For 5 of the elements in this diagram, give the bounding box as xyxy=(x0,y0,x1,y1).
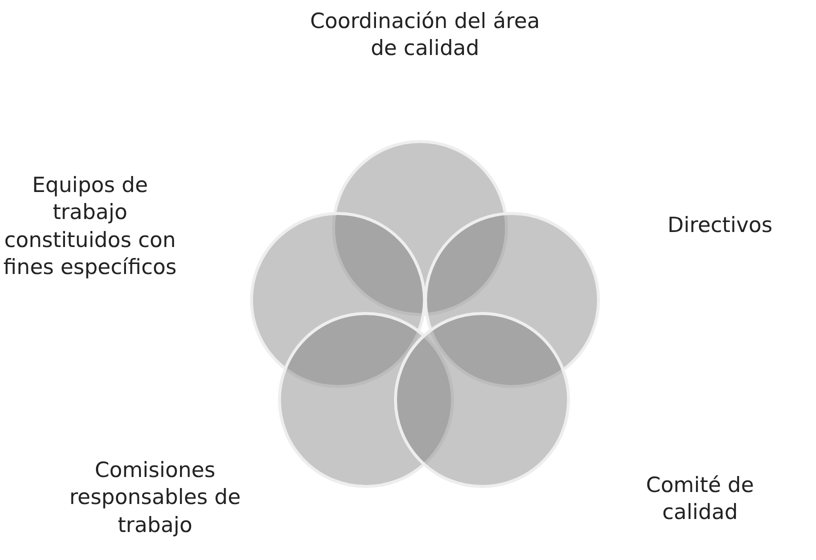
circle-label: Coordinación del área de calidad xyxy=(309,8,541,62)
circle-label: Comisiones responsables de trabajo xyxy=(68,457,242,539)
circle-label: Comité de calidad xyxy=(645,472,755,526)
circle-label: Directivos xyxy=(666,212,774,239)
circle-label: Equipos de trabajo constituidos con fines específicos xyxy=(2,172,178,281)
